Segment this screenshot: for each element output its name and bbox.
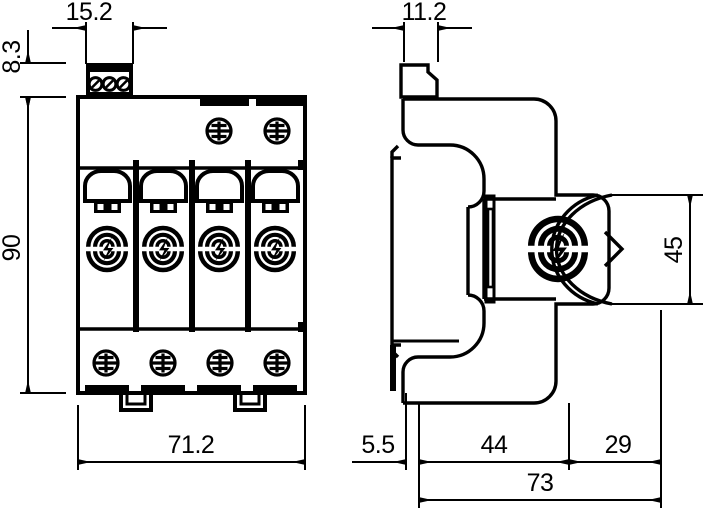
din-rail-clip-right — [233, 393, 267, 412]
dim-label-45: 45 — [660, 237, 688, 264]
surge-arrester-lightning-icon — [198, 225, 240, 273]
slotted-cross-screw-icon — [206, 349, 234, 377]
dim-8-3: 8.3 — [0, 30, 66, 128]
rail-front-plate — [390, 144, 459, 391]
module-2 — [139, 169, 188, 273]
dim-29: 29 — [569, 310, 662, 508]
slotted-cross-screw-icon — [263, 349, 291, 377]
module-4 — [251, 169, 300, 273]
terminal-screw-icon — [101, 76, 118, 92]
dim-label-11-2: 11.2 — [402, 0, 447, 26]
top-hook — [399, 63, 439, 99]
dim-label-29: 29 — [605, 431, 632, 459]
dim-label-90: 90 — [0, 235, 26, 262]
dim-label-8-3: 8.3 — [0, 40, 26, 73]
terminal-screw-icon — [87, 76, 104, 92]
slotted-cross-screw-icon — [205, 117, 233, 145]
dim-45: 45 — [610, 194, 703, 305]
dim-90: 90 — [0, 96, 66, 394]
terminal-screw-icon — [115, 76, 132, 92]
side-view-dimensions: 11.2 45 5.5 44 29 — [352, 0, 703, 508]
dim-label-71-2: 71.2 — [168, 431, 215, 459]
dim-44: 44 — [418, 403, 570, 508]
lower-screw-row — [92, 349, 291, 377]
top-terminal-block — [86, 63, 133, 97]
dim-label-73: 73 — [527, 469, 554, 497]
dim-label-44: 44 — [481, 431, 508, 459]
bottom-vent-slots — [85, 385, 297, 392]
front-view-group — [76, 63, 307, 412]
din-rail-clip-left — [119, 393, 153, 412]
dim-15-2: 15.2 — [52, 0, 167, 64]
module-1 — [83, 169, 132, 273]
dim-11-2: 11.2 — [372, 0, 472, 62]
dim-label-15-2: 15.2 — [66, 0, 113, 26]
front-view-dimensions: 15.2 8.3 90 71.2 — [0, 0, 306, 470]
side-module-block — [482, 194, 556, 304]
module-3 — [195, 169, 244, 273]
slotted-cross-screw-icon — [149, 349, 177, 377]
front-body-outline — [76, 95, 307, 395]
din-rail-groove — [401, 99, 486, 403]
upper-screw-row — [205, 117, 291, 145]
side-view-group — [390, 63, 625, 405]
status-indicator-window — [486, 207, 495, 289]
surge-arrester-lightning-icon — [142, 225, 184, 273]
surge-arrester-lightning-icon — [254, 225, 296, 273]
slotted-cross-screw-icon — [92, 349, 120, 377]
slotted-cross-screw-icon — [263, 117, 291, 145]
dim-71-2: 71.2 — [77, 405, 306, 470]
side-body-outline — [403, 97, 611, 405]
top-vent-slots — [200, 99, 305, 106]
dim-5-5: 5.5 — [352, 393, 407, 470]
module-separators — [80, 160, 304, 332]
dim-73: 73 — [419, 469, 661, 503]
dim-label-5-5: 5.5 — [361, 431, 394, 459]
surge-arrester-lightning-icon — [86, 225, 128, 273]
